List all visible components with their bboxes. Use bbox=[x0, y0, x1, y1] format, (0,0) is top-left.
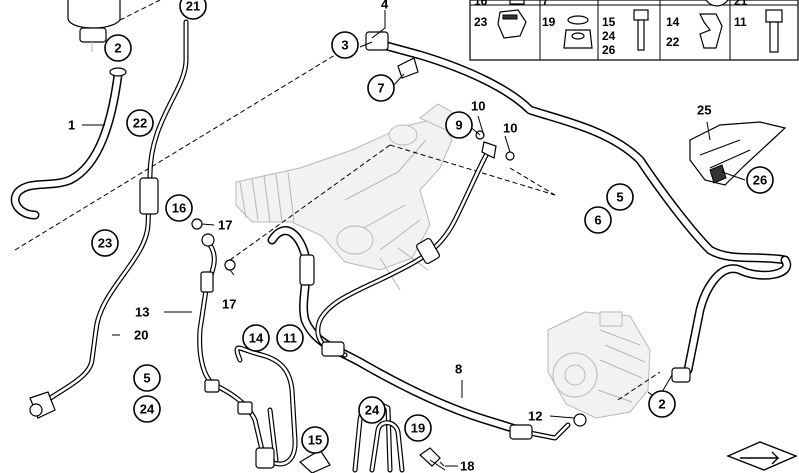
legend-clip-detail bbox=[502, 14, 518, 20]
svg-text:9: 9 bbox=[455, 118, 462, 133]
callout-2-top: 2 bbox=[104, 34, 132, 62]
callout-9: 9 bbox=[445, 111, 473, 139]
legend-label-1: 23 bbox=[474, 15, 488, 29]
legend-clamp-icon bbox=[705, 0, 729, 7]
parts-legend-panel: 16 23 7 19 15 24 26 14 22 21 11 bbox=[469, 0, 799, 61]
svg-text:2: 2 bbox=[114, 41, 121, 56]
hose-part-1 bbox=[10, 67, 127, 220]
svg-text:7: 7 bbox=[377, 81, 384, 96]
callout-23: 23 bbox=[91, 229, 119, 257]
svg-text:19: 19 bbox=[411, 421, 425, 436]
legend-label-4a: 14 bbox=[666, 15, 680, 29]
legend-screw-shaft-icon bbox=[769, 21, 779, 53]
callout-5-left: 5 bbox=[133, 364, 161, 392]
pressure-hose-8 bbox=[267, 226, 571, 441]
callout-11: 11 bbox=[276, 324, 304, 352]
supply-hose-5 bbox=[365, 31, 792, 383]
legend-screw-head-icon bbox=[765, 9, 783, 23]
dashed-guides bbox=[14, 0, 666, 406]
svg-text:21: 21 bbox=[186, 0, 200, 14]
label-20: 20 bbox=[134, 328, 148, 343]
svg-text:5: 5 bbox=[616, 190, 623, 205]
page-arrow-icon bbox=[726, 441, 798, 471]
svg-text:23: 23 bbox=[98, 236, 112, 251]
legend-top-label-5: 21 bbox=[734, 0, 748, 8]
legend-bolt-head-icon bbox=[633, 9, 649, 21]
legend-bracket-icon bbox=[699, 13, 723, 49]
power-steering-pump-ghost bbox=[547, 311, 651, 419]
label-10-b: 10 bbox=[503, 121, 517, 136]
label-12: 12 bbox=[528, 409, 542, 424]
legend-label-5: 11 bbox=[734, 15, 747, 29]
callout-14: 14 bbox=[242, 324, 270, 352]
label-1: 1 bbox=[68, 118, 75, 133]
legend-label-3c: 26 bbox=[602, 43, 616, 57]
callout-2-right: 2 bbox=[648, 390, 676, 418]
svg-text:6: 6 bbox=[594, 213, 601, 228]
callout-21: 21 bbox=[179, 0, 207, 20]
callout-22: 22 bbox=[126, 109, 154, 137]
legend-label-3b: 24 bbox=[602, 29, 616, 43]
label-17-a: 17 bbox=[218, 218, 232, 233]
legend-label-2: 19 bbox=[542, 15, 556, 29]
legend-cap-icon bbox=[509, 0, 525, 5]
legend-top-label-2: 7 bbox=[542, 0, 549, 8]
label-25: 25 bbox=[697, 103, 711, 118]
steering-rack-ghost bbox=[235, 103, 453, 291]
callout-layer: 2 21 3 7 22 9 16 23 5 6 26 14 11 5 24 2 … bbox=[91, 0, 774, 454]
label-10-a: 10 bbox=[471, 99, 485, 114]
hose-loop-lower-left bbox=[234, 345, 298, 469]
heat-shield-25 bbox=[689, 121, 787, 186]
label-18: 18 bbox=[460, 459, 474, 473]
legend-label-3a: 15 bbox=[602, 15, 616, 29]
callout-5-right: 5 bbox=[606, 183, 634, 211]
callout-24-left: 24 bbox=[133, 395, 161, 423]
return-line-20 bbox=[29, 19, 189, 419]
legend-top-label-1: 16 bbox=[474, 0, 488, 8]
svg-text:2: 2 bbox=[658, 397, 665, 412]
svg-text:16: 16 bbox=[172, 201, 186, 216]
svg-text:11: 11 bbox=[283, 331, 297, 346]
reservoir bbox=[67, 0, 121, 52]
svg-text:5: 5 bbox=[143, 371, 150, 386]
svg-text:22: 22 bbox=[133, 116, 147, 131]
rack-pipe-9 bbox=[315, 145, 493, 358]
callout-24-bottom: 24 bbox=[358, 396, 386, 424]
legend-nut-hole-icon bbox=[571, 32, 585, 40]
label-13: 13 bbox=[135, 305, 149, 320]
legend-label-4b: 22 bbox=[666, 35, 680, 49]
callout-7: 7 bbox=[367, 74, 395, 102]
callout-15: 15 bbox=[301, 426, 329, 454]
pressure-line-13 bbox=[197, 242, 265, 453]
svg-text:24: 24 bbox=[365, 403, 380, 418]
label-4: 4 bbox=[381, 0, 389, 12]
svg-text:15: 15 bbox=[308, 433, 322, 448]
label-17-b: 17 bbox=[222, 297, 236, 312]
plain-label-layer: 4 1 10 10 25 17 17 13 20 8 12 18 bbox=[68, 0, 711, 473]
callout-16: 16 bbox=[165, 194, 193, 222]
callout-26: 26 bbox=[746, 166, 774, 194]
svg-text:14: 14 bbox=[249, 331, 264, 346]
callout-3: 3 bbox=[331, 31, 359, 59]
svg-text:24: 24 bbox=[140, 402, 155, 417]
legend-washer-icon bbox=[567, 15, 589, 25]
label-8: 8 bbox=[455, 362, 462, 377]
callout-19: 19 bbox=[404, 414, 432, 442]
svg-text:26: 26 bbox=[753, 173, 767, 188]
legend-bolt-shaft-icon bbox=[637, 19, 645, 51]
callout-6: 6 bbox=[584, 206, 612, 234]
svg-text:3: 3 bbox=[341, 38, 348, 53]
